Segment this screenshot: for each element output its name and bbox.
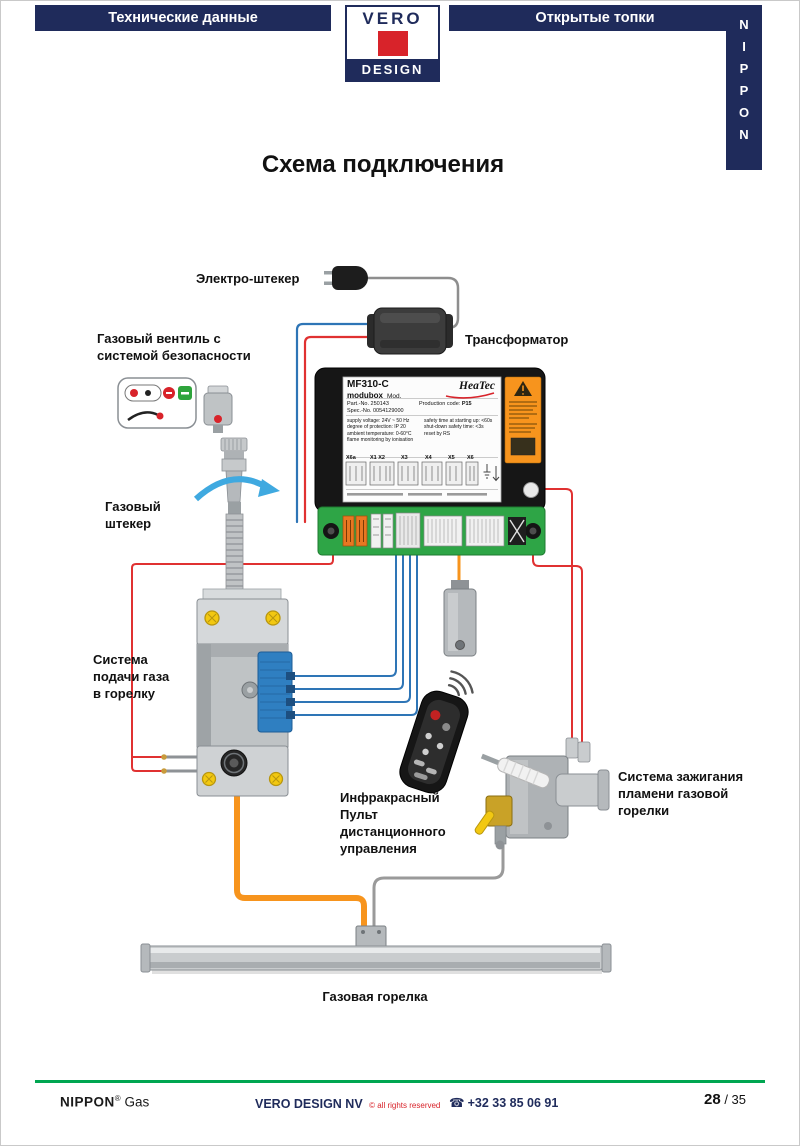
transformer-wire-blue — [295, 322, 382, 524]
logo-vero-text: VERO — [362, 9, 423, 28]
solenoid-wire-blue-4 — [289, 553, 418, 716]
control-box-series-name: modubox — [347, 391, 383, 400]
gas-plug — [193, 437, 280, 593]
label-burner: Газовая горелка — [322, 989, 428, 1004]
label-gas-plug: Газовый штекер — [105, 499, 161, 531]
production-code-label: Production code: — [419, 401, 462, 407]
nippon-vertical-text: NIPPON — [736, 17, 752, 149]
label-ignition: Система зажигания пламени газовой горелк… — [618, 769, 744, 818]
reset-button-icon — [523, 482, 539, 498]
ir-signal-icon — [447, 670, 474, 697]
footer-company: VERO DESIGN NV © all rights reserved — [255, 1095, 440, 1113]
terminal-label-x5: X5 — [448, 455, 455, 461]
heatec-brand: HeaTec — [459, 380, 495, 392]
footer-phone-number: +32 33 85 06 91 — [467, 1096, 559, 1110]
footer-rights: © all rights reserved — [369, 1101, 441, 1110]
registered-mark: ® — [114, 1094, 121, 1103]
footer-brand: NIPPON® Gas — [60, 1094, 149, 1110]
footer-company-name: VERO DESIGN NV — [255, 1097, 363, 1111]
label-gas-valve: Газовый вентиль с системой безопасности — [97, 331, 251, 363]
gas-valve-assembly — [161, 588, 295, 797]
transformer — [367, 307, 453, 355]
label-gas-supply: Система подачи газа в горелку — [93, 652, 170, 701]
label-electric-plug: Электро-штекер — [196, 271, 300, 286]
header-right-bar: Открытые топки — [449, 5, 741, 31]
footer-brand-suffix: Gas — [124, 1094, 150, 1110]
ground-symbol-icon — [483, 464, 500, 482]
terminal-label-x6: X6 — [467, 455, 474, 461]
control-box — [314, 367, 546, 513]
page-title: Схема подключения — [261, 151, 505, 178]
gas-burner — [140, 925, 612, 974]
control-box-part-no: Part.-No. 250143 — [347, 401, 389, 407]
page-current: 28 — [704, 1091, 721, 1108]
rotate-arrow-icon — [193, 476, 270, 502]
footer-page-number: 28 / 35 — [704, 1091, 746, 1108]
valve-wire-red-1 — [131, 553, 334, 772]
terminal-label-x4: X4 — [425, 455, 432, 461]
phone-icon: ☎ — [449, 1096, 465, 1110]
header-right-title: Открытые топки — [535, 10, 655, 26]
control-box-series: modubox Mod. — [347, 391, 401, 400]
burner-wire-orange — [234, 787, 367, 941]
ignition-assembly — [474, 737, 610, 850]
control-box-label: MF310-C modubox Mod. HeaTec Part.-No. 250… — [343, 377, 501, 502]
label-remote: Инфракрасный Пульт дистанционного управл… — [340, 790, 446, 856]
control-box-model: MF310-C — [347, 379, 389, 390]
safety-control-icon — [117, 377, 197, 429]
logo-design-text: DESIGN — [347, 59, 438, 80]
production-code-value: P15 — [461, 401, 472, 407]
page-total: / 35 — [724, 1092, 746, 1107]
label-transformer: Трансформатор — [465, 332, 569, 347]
transformer-wire-red — [303, 335, 382, 524]
solenoid-wire-blue-1 — [289, 553, 397, 677]
heatec-swoosh — [445, 392, 495, 399]
terminal-label-x3: X3 — [401, 455, 408, 461]
gas-valve-icon — [203, 385, 233, 433]
warning-sticker — [504, 376, 542, 464]
terminal-label-x1x2: X1 X2 — [370, 455, 385, 461]
terminal-label-x6a: X6a — [346, 455, 356, 461]
footer-brand-name: NIPPON — [60, 1094, 115, 1110]
electric-plug — [324, 266, 368, 290]
ionisation-electrode — [443, 580, 477, 657]
burner-wire-gray — [372, 841, 505, 940]
nippon-vertical-banner: NIPPON — [726, 5, 762, 170]
control-box-specs-right: safety time at starting up: <60s shut-do… — [424, 418, 493, 437]
header-left-bar: Технические данные — [35, 5, 331, 31]
control-box-spec-no: Spec.-No. 0054129000 — [347, 408, 404, 414]
header-left-title: Технические данные — [108, 10, 258, 26]
control-box-mod: Mod. — [387, 393, 402, 400]
solenoid-wire-blue-3 — [289, 553, 411, 703]
logo-red-square-icon — [377, 31, 408, 56]
control-box-production-code: Production code: P15 — [419, 401, 472, 407]
solenoid-wire-blue-2 — [289, 553, 404, 690]
terminal-strip — [317, 506, 546, 556]
footer-divider — [35, 1080, 765, 1083]
vero-design-logo: VERO DESIGN — [345, 5, 440, 82]
ignition-wire-red-1 — [539, 488, 573, 749]
remote-control — [399, 670, 474, 794]
control-box-specs-left: supply voltage: 24V ~ 50 Hz degree of pr… — [347, 418, 414, 443]
footer-phone: ☎+32 33 85 06 91 — [449, 1095, 558, 1110]
ignition-wire-red-2 — [532, 553, 583, 749]
